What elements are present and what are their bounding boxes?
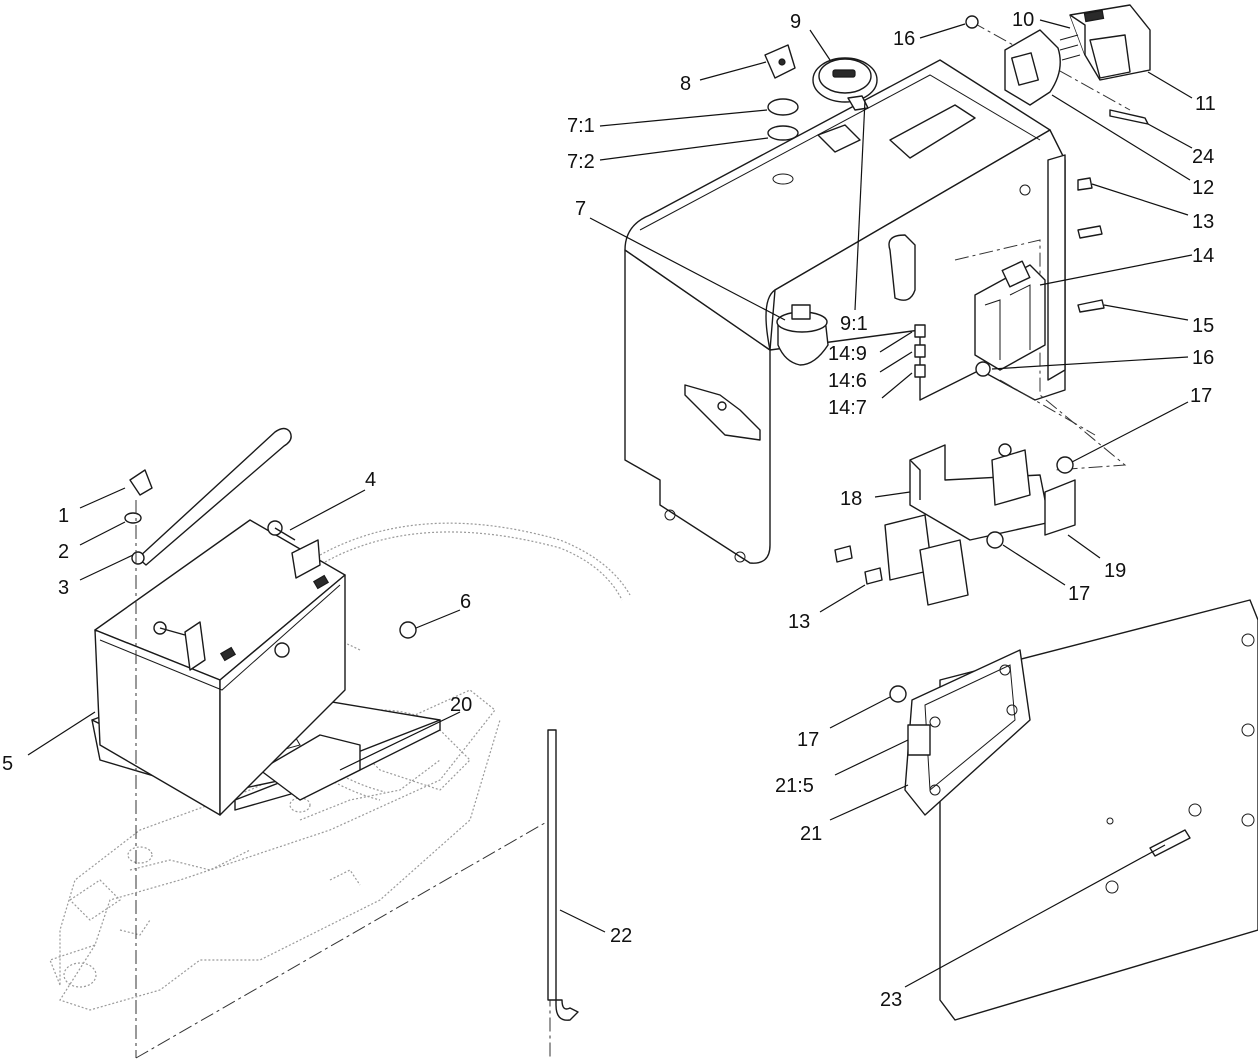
fuse-14-9 — [914, 324, 926, 338]
key-switch — [776, 304, 829, 366]
key — [764, 44, 796, 79]
nut-7-1 — [767, 98, 799, 116]
screw-24 — [1109, 109, 1149, 125]
nut-6 — [399, 621, 417, 639]
fuse-14-6 — [914, 344, 926, 358]
callout-7-2: 7:2 — [567, 151, 595, 173]
hour-meter — [812, 57, 878, 111]
callout-17-bottom: 17 — [797, 729, 819, 751]
callout-19: 19 — [1104, 560, 1126, 582]
callout-9-1: 9:1 — [840, 313, 868, 335]
callout-17-mid: 17 — [1068, 583, 1090, 605]
relay-left — [884, 514, 969, 606]
callout-22: 22 — [610, 925, 632, 947]
callout-21-5: 21:5 — [775, 775, 814, 797]
cover-panel — [939, 599, 1258, 1021]
nut-16-top — [965, 15, 979, 29]
leader-lines — [27, 19, 1193, 988]
callout-14-9: 14:9 — [828, 343, 867, 365]
battery — [94, 519, 346, 816]
controller-module — [904, 649, 1031, 816]
callout-21: 21 — [800, 823, 822, 845]
callout-10: 10 — [1012, 9, 1034, 31]
callout-24: 24 — [1192, 146, 1214, 168]
callout-labels: 1 2 3 4 5 6 7 7:1 7:2 8 9 9:1 10 11 12 1… — [2, 9, 1216, 1011]
hold-down-rod — [131, 427, 292, 566]
callout-14-7: 14:7 — [828, 397, 867, 419]
fuse-14-7 — [914, 364, 926, 378]
callout-13-bottom: 13 — [788, 611, 810, 633]
callout-23: 23 — [880, 989, 902, 1011]
callout-20: 20 — [450, 694, 472, 716]
bracket-window — [1011, 52, 1039, 86]
mount-line-2 — [954, 239, 1127, 471]
mount-line-1 — [971, 21, 1131, 111]
callout-11: 11 — [1195, 93, 1216, 115]
nut-17-bottom — [889, 685, 907, 703]
washer-7-2 — [767, 125, 799, 141]
callout-5: 5 — [2, 753, 13, 775]
callout-15: 15 — [1192, 315, 1214, 337]
nut-17-right — [1056, 456, 1074, 474]
callout-14-6: 14:6 — [828, 370, 867, 392]
callout-7: 7 — [575, 198, 586, 220]
bolt-left — [834, 545, 853, 563]
callout-14: 14 — [1192, 245, 1214, 267]
mount-line-3 — [999, 379, 1096, 436]
callout-12: 12 — [1192, 177, 1214, 199]
callout-1: 1 — [58, 505, 69, 527]
rocker-switch — [1059, 4, 1151, 81]
vent-tube — [547, 729, 579, 1021]
callout-18: 18 — [840, 488, 862, 510]
callout-2: 2 — [58, 541, 69, 563]
relay-bracket — [909, 444, 1061, 541]
callout-3: 3 — [58, 577, 69, 599]
bolt-13-top — [1077, 177, 1093, 191]
bolt-23 — [1149, 829, 1191, 857]
callout-17-right: 17 — [1190, 385, 1212, 407]
nut-terminal — [274, 642, 290, 658]
callout-4: 4 — [365, 469, 376, 491]
bolt-13-bottom — [864, 567, 883, 585]
nut-bracket-top — [998, 443, 1012, 457]
bolt-mid — [1077, 225, 1103, 239]
callout-16-bottom: 16 — [1192, 347, 1214, 369]
callout-16-top: 16 — [893, 28, 915, 50]
hold-down-bracket — [259, 734, 361, 801]
nut-16-bottom — [975, 361, 991, 377]
wing-nut — [129, 469, 153, 496]
relay-top — [991, 449, 1076, 536]
callout-9: 9 — [790, 11, 801, 33]
nut-17-mid — [986, 531, 1004, 549]
callout-8: 8 — [680, 73, 691, 95]
bolt-15 — [1077, 299, 1105, 313]
fuse-block — [974, 260, 1046, 371]
callout-6: 6 — [460, 591, 471, 613]
washer — [124, 512, 142, 524]
label-21-5 — [907, 724, 931, 756]
callout-13-top: 13 — [1192, 211, 1214, 233]
callout-7-1: 7:1 — [567, 115, 595, 137]
